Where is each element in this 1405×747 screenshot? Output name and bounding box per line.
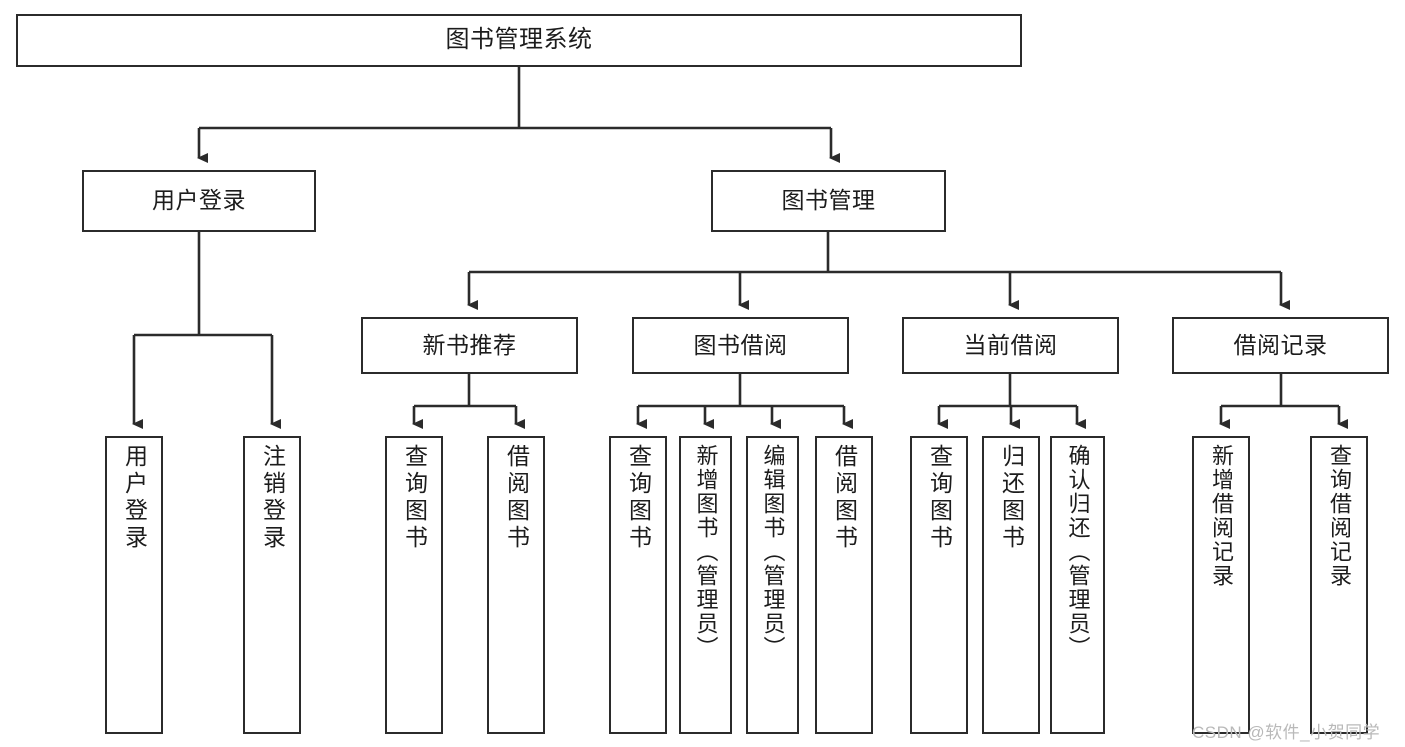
- node-borrow-record[interactable]: 借阅记录: [1172, 317, 1389, 374]
- node-root[interactable]: 图书管理系统: [16, 14, 1022, 67]
- leaf-return-book[interactable]: 归还图书: [982, 436, 1040, 734]
- node-book-borrow[interactable]: 图书借阅: [632, 317, 849, 374]
- leaf-borrow-book-label: 借阅图书: [831, 444, 858, 552]
- node-user-login-label: 用户登录: [152, 187, 246, 214]
- leaf-user-logout-label: 注销登录: [259, 444, 286, 552]
- leaf-add-book-admin[interactable]: 新增图书（管理员）: [679, 436, 732, 734]
- node-new-book-recommend-label: 新书推荐: [422, 331, 517, 358]
- leaf-query-book-current[interactable]: 查询图书: [910, 436, 968, 734]
- leaf-borrow-book-recommend[interactable]: 借阅图书: [487, 436, 545, 734]
- node-new-book-recommend[interactable]: 新书推荐: [361, 317, 578, 374]
- leaf-query-borrow-record[interactable]: 查询借阅记录: [1310, 436, 1368, 734]
- leaf-query-book-recommend-label: 查询图书: [401, 444, 428, 552]
- node-root-label: 图书管理系统: [445, 26, 593, 54]
- leaf-confirm-return-admin[interactable]: 确认归还（管理员）: [1050, 436, 1105, 734]
- leaf-query-borrow-record-label: 查询借阅记录: [1327, 444, 1352, 588]
- node-current-borrow-label: 当前借阅: [963, 331, 1058, 358]
- leaf-borrow-book-recommend-label: 借阅图书: [503, 444, 530, 552]
- leaf-user-logout[interactable]: 注销登录: [243, 436, 301, 734]
- leaf-confirm-return-admin-label: 确认归还（管理员）: [1065, 444, 1091, 660]
- node-book-borrow-label: 图书借阅: [693, 331, 788, 358]
- csdn-watermark: CSDN @软件_小贺同学: [1192, 723, 1381, 742]
- leaf-user-login[interactable]: 用户登录: [105, 436, 163, 734]
- leaf-add-book-admin-label: 新增图书（管理员）: [693, 444, 719, 660]
- leaf-query-book-recommend[interactable]: 查询图书: [385, 436, 443, 734]
- leaf-edit-book-admin[interactable]: 编辑图书（管理员）: [746, 436, 799, 734]
- node-book-management-label: 图书管理: [781, 187, 876, 214]
- leaf-user-login-label: 用户登录: [121, 444, 148, 552]
- leaf-query-book-borrow-label: 查询图书: [625, 444, 652, 552]
- leaf-query-book-current-label: 查询图书: [926, 444, 953, 552]
- leaf-edit-book-admin-label: 编辑图书（管理员）: [760, 444, 786, 660]
- leaf-query-book-borrow[interactable]: 查询图书: [609, 436, 667, 734]
- node-current-borrow[interactable]: 当前借阅: [902, 317, 1119, 374]
- node-book-management[interactable]: 图书管理: [711, 170, 946, 232]
- leaf-borrow-book[interactable]: 借阅图书: [815, 436, 873, 734]
- leaf-return-book-label: 归还图书: [998, 444, 1025, 552]
- node-user-login[interactable]: 用户登录: [82, 170, 316, 232]
- leaf-add-borrow-record[interactable]: 新增借阅记录: [1192, 436, 1250, 734]
- node-borrow-record-label: 借阅记录: [1233, 331, 1328, 358]
- leaf-add-borrow-record-label: 新增借阅记录: [1209, 444, 1234, 588]
